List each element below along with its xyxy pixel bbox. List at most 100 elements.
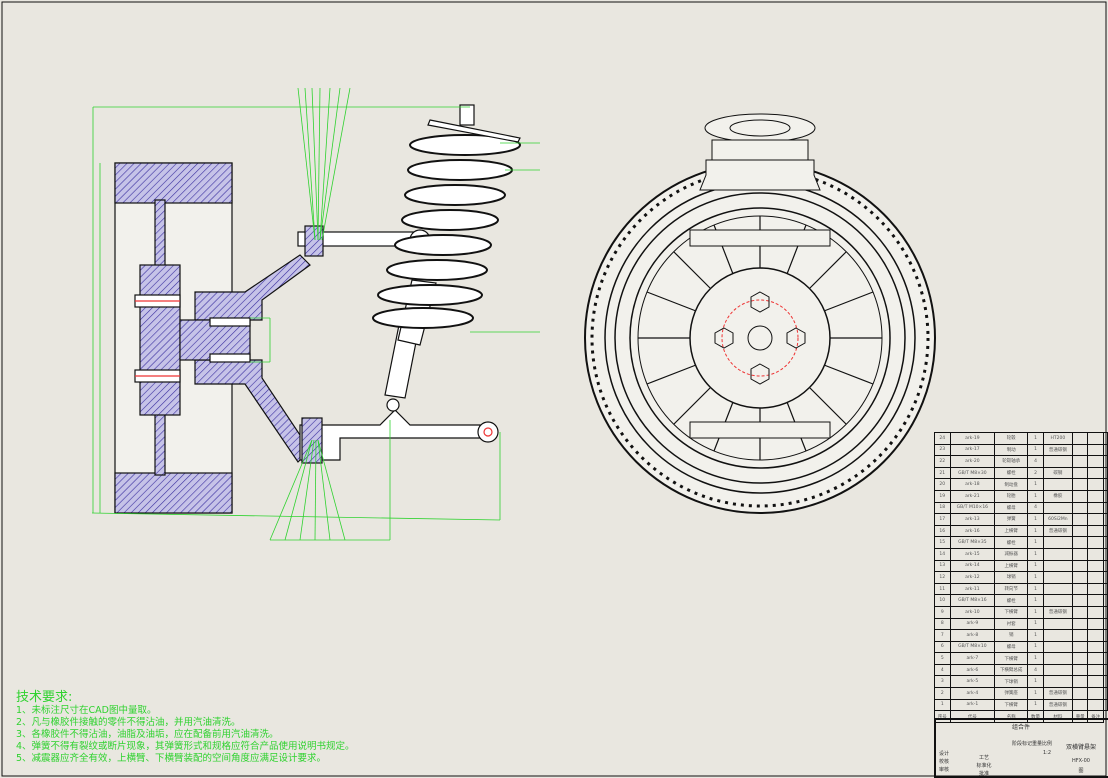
- bom-cell: 16: [934, 524, 951, 538]
- bom-cell: 普通碳钢: [1042, 524, 1073, 538]
- bom-cell: 23: [934, 443, 951, 457]
- bom-cell: [1087, 629, 1105, 642]
- bom-cell: [1087, 559, 1105, 573]
- bom-cell: [1087, 675, 1105, 689]
- bom-cell: [1071, 478, 1089, 491]
- bom-cell: [1071, 513, 1089, 526]
- bom-cell: 普通碳钢: [1042, 687, 1073, 700]
- bom-cell: ark-14: [949, 559, 996, 573]
- bom-cell: [1087, 582, 1105, 596]
- bom-cell: 4: [1027, 663, 1044, 677]
- bom-cell: ark-12: [949, 571, 996, 584]
- bom-cell: 制动盘: [994, 478, 1029, 491]
- bom-cell: 8: [934, 617, 951, 631]
- requirement-item: 3、各橡胶件不得沾油，油脂及油垢，应在配备前用汽油清洗。: [16, 729, 279, 740]
- bom-cell: [1103, 432, 1108, 445]
- bom-cell: [1103, 571, 1108, 584]
- bom-cell: [1042, 582, 1073, 596]
- bom-cell: [1042, 652, 1073, 665]
- bom-cell: [1071, 617, 1089, 631]
- bom-cell: 1: [1027, 594, 1044, 607]
- scale-value: 1:2: [1042, 750, 1052, 756]
- bom-cell: [1042, 547, 1073, 561]
- bom-cell: 轮胎: [994, 489, 1029, 503]
- bom-cell: 橡胶: [1042, 489, 1073, 503]
- bom-cell: 9: [934, 605, 951, 619]
- bom-cell: [1071, 594, 1089, 607]
- bom-cell: 螺栓: [994, 594, 1029, 607]
- bom-cell: [1103, 605, 1108, 619]
- bom-cell: 下横臂: [994, 698, 1029, 712]
- bom-cell: [1071, 559, 1089, 573]
- bom-cell: 螺栓: [994, 466, 1029, 480]
- process-label: 工艺: [978, 755, 989, 761]
- bom-cell: [1087, 455, 1105, 468]
- technical-requirements: 技术要求: 1、未标注尺寸在CAD图中量取。 2、凡与橡胶件接触的零件不得沾油，…: [16, 690, 355, 765]
- requirement-item: 5、减震器应齐全有效，上横臂、下横臂装配的空间角度应满足设计要求。: [16, 753, 327, 764]
- bom-cell: 1: [1027, 698, 1044, 712]
- wheel-section-view: [114, 104, 521, 514]
- bom-cell: [1087, 594, 1105, 607]
- bom-cell: [1103, 652, 1108, 665]
- bom-cell: 1: [934, 698, 951, 712]
- bom-cell: 14: [934, 547, 951, 561]
- bom-cell: 减振器: [994, 547, 1029, 561]
- bom-cell: 60Si2Mn: [1042, 513, 1073, 526]
- bom-cell: 螺母: [994, 640, 1029, 654]
- assembly-label: 组合件: [1011, 724, 1030, 731]
- bom-cell: 弹簧: [994, 513, 1029, 526]
- bom-cell: 10: [934, 594, 951, 607]
- bom-cell: 1: [1027, 443, 1044, 457]
- bom-cell: 碳钢: [1042, 466, 1073, 480]
- bom-cell: [1071, 432, 1089, 445]
- coil-spring: [372, 134, 521, 329]
- checker-label: 校核: [938, 759, 949, 765]
- bom-cell: 1: [1027, 547, 1044, 561]
- bom-cell: 18: [934, 501, 951, 515]
- bom-cell: [1103, 478, 1108, 491]
- bom-cell: 2: [1027, 466, 1044, 480]
- bom-cell: [1071, 605, 1089, 619]
- bom-cell: 6: [934, 640, 951, 654]
- bom-cell: 22: [934, 455, 951, 468]
- bom-cell: [1071, 501, 1089, 515]
- bom-cell: 21: [934, 466, 951, 480]
- bom-cell: [1103, 594, 1108, 607]
- requirement-item: 1、未标注尺寸在CAD图中量取。: [16, 705, 157, 716]
- bom-cell: 15: [934, 536, 951, 549]
- bom-cell: [1087, 432, 1105, 445]
- bom-cell: [1103, 582, 1108, 596]
- bom-cell: 1: [1027, 571, 1044, 584]
- bom-cell: [1087, 466, 1105, 480]
- bom-cell: [1103, 489, 1108, 503]
- bom-cell: 1: [1027, 536, 1044, 549]
- bom-cell: 普通碳钢: [1042, 443, 1073, 457]
- bom-cell: ark-5: [949, 675, 996, 689]
- bom-cell: ark-8: [949, 629, 996, 642]
- bom-cell: [1042, 501, 1073, 515]
- bom-cell: 1: [1027, 513, 1044, 526]
- bom-cell: GB/T M10×16: [949, 501, 996, 515]
- bom-cell: [1071, 629, 1089, 642]
- bom-cell: 20: [934, 478, 951, 491]
- bom-cell: [1087, 536, 1105, 549]
- bom-cell: ark-11: [949, 582, 996, 596]
- bom-cell: [1103, 443, 1108, 457]
- bom-cell: 普通碳钢: [1042, 605, 1073, 619]
- bom-cell: [1042, 559, 1073, 573]
- brake-drum-top: [699, 113, 821, 191]
- bom-cell: GB/T M8×10: [949, 640, 996, 654]
- bom-cell: [1042, 663, 1073, 677]
